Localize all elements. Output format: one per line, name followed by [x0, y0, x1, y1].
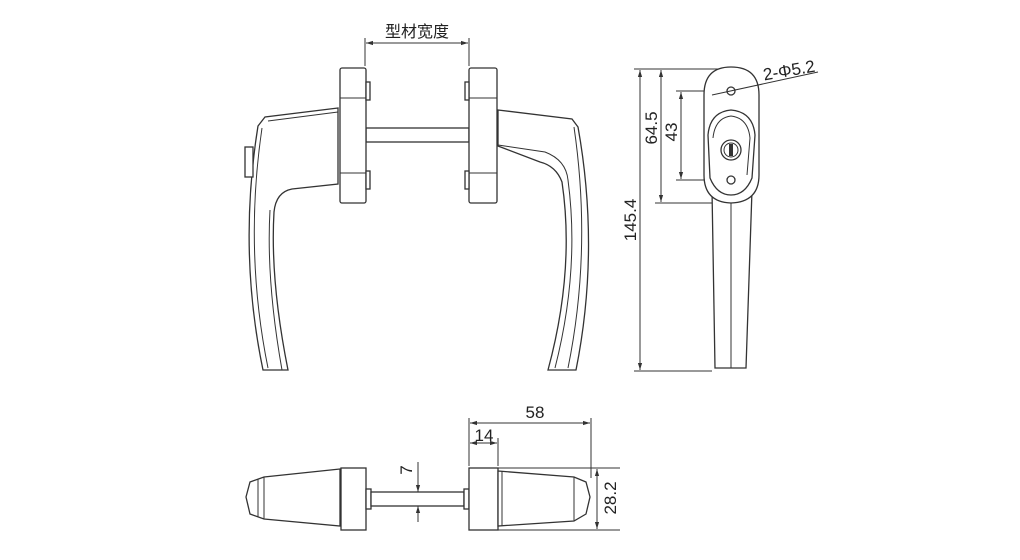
- plate-height-label: 64.5: [642, 111, 661, 144]
- right-knob: [497, 470, 591, 527]
- hole-spacing-label: 43: [662, 123, 681, 142]
- side-view: 145.4 64.5 43 2-Φ5.2: [621, 57, 819, 372]
- left-bottom-rose: [340, 467, 367, 531]
- profile-width-label: 型材宽度: [385, 22, 449, 41]
- right-bottom-rose: [468, 467, 499, 531]
- profile-width-dimension: 型材宽度: [364, 22, 470, 66]
- left-handle-button: [244, 146, 254, 178]
- height-dimensions: 145.4 64.5 43: [621, 68, 730, 372]
- overall-length-label: 58: [526, 403, 545, 422]
- height-label: 28.2: [601, 481, 620, 514]
- right-handle: [497, 109, 590, 371]
- bottom-dimensions: 58 14 28.2 7: [397, 403, 620, 531]
- spindle: [365, 127, 470, 143]
- left-rose: [339, 67, 367, 204]
- right-rose: [468, 67, 498, 204]
- left-knob: [245, 468, 341, 527]
- total-height-label: 145.4: [621, 199, 640, 242]
- side-lever: [711, 189, 753, 369]
- mount-hole-bottom: [726, 175, 736, 185]
- front-view: 型材宽度: [244, 22, 590, 371]
- bottom-spindle: [370, 491, 465, 507]
- spindle-size-label: 7: [397, 465, 416, 474]
- bottom-view: 58 14 28.2 7: [245, 403, 620, 531]
- hole-diameter-label: 2-Φ5.2: [762, 57, 817, 85]
- rose-length-label: 14: [475, 426, 494, 445]
- left-handle: [248, 107, 339, 371]
